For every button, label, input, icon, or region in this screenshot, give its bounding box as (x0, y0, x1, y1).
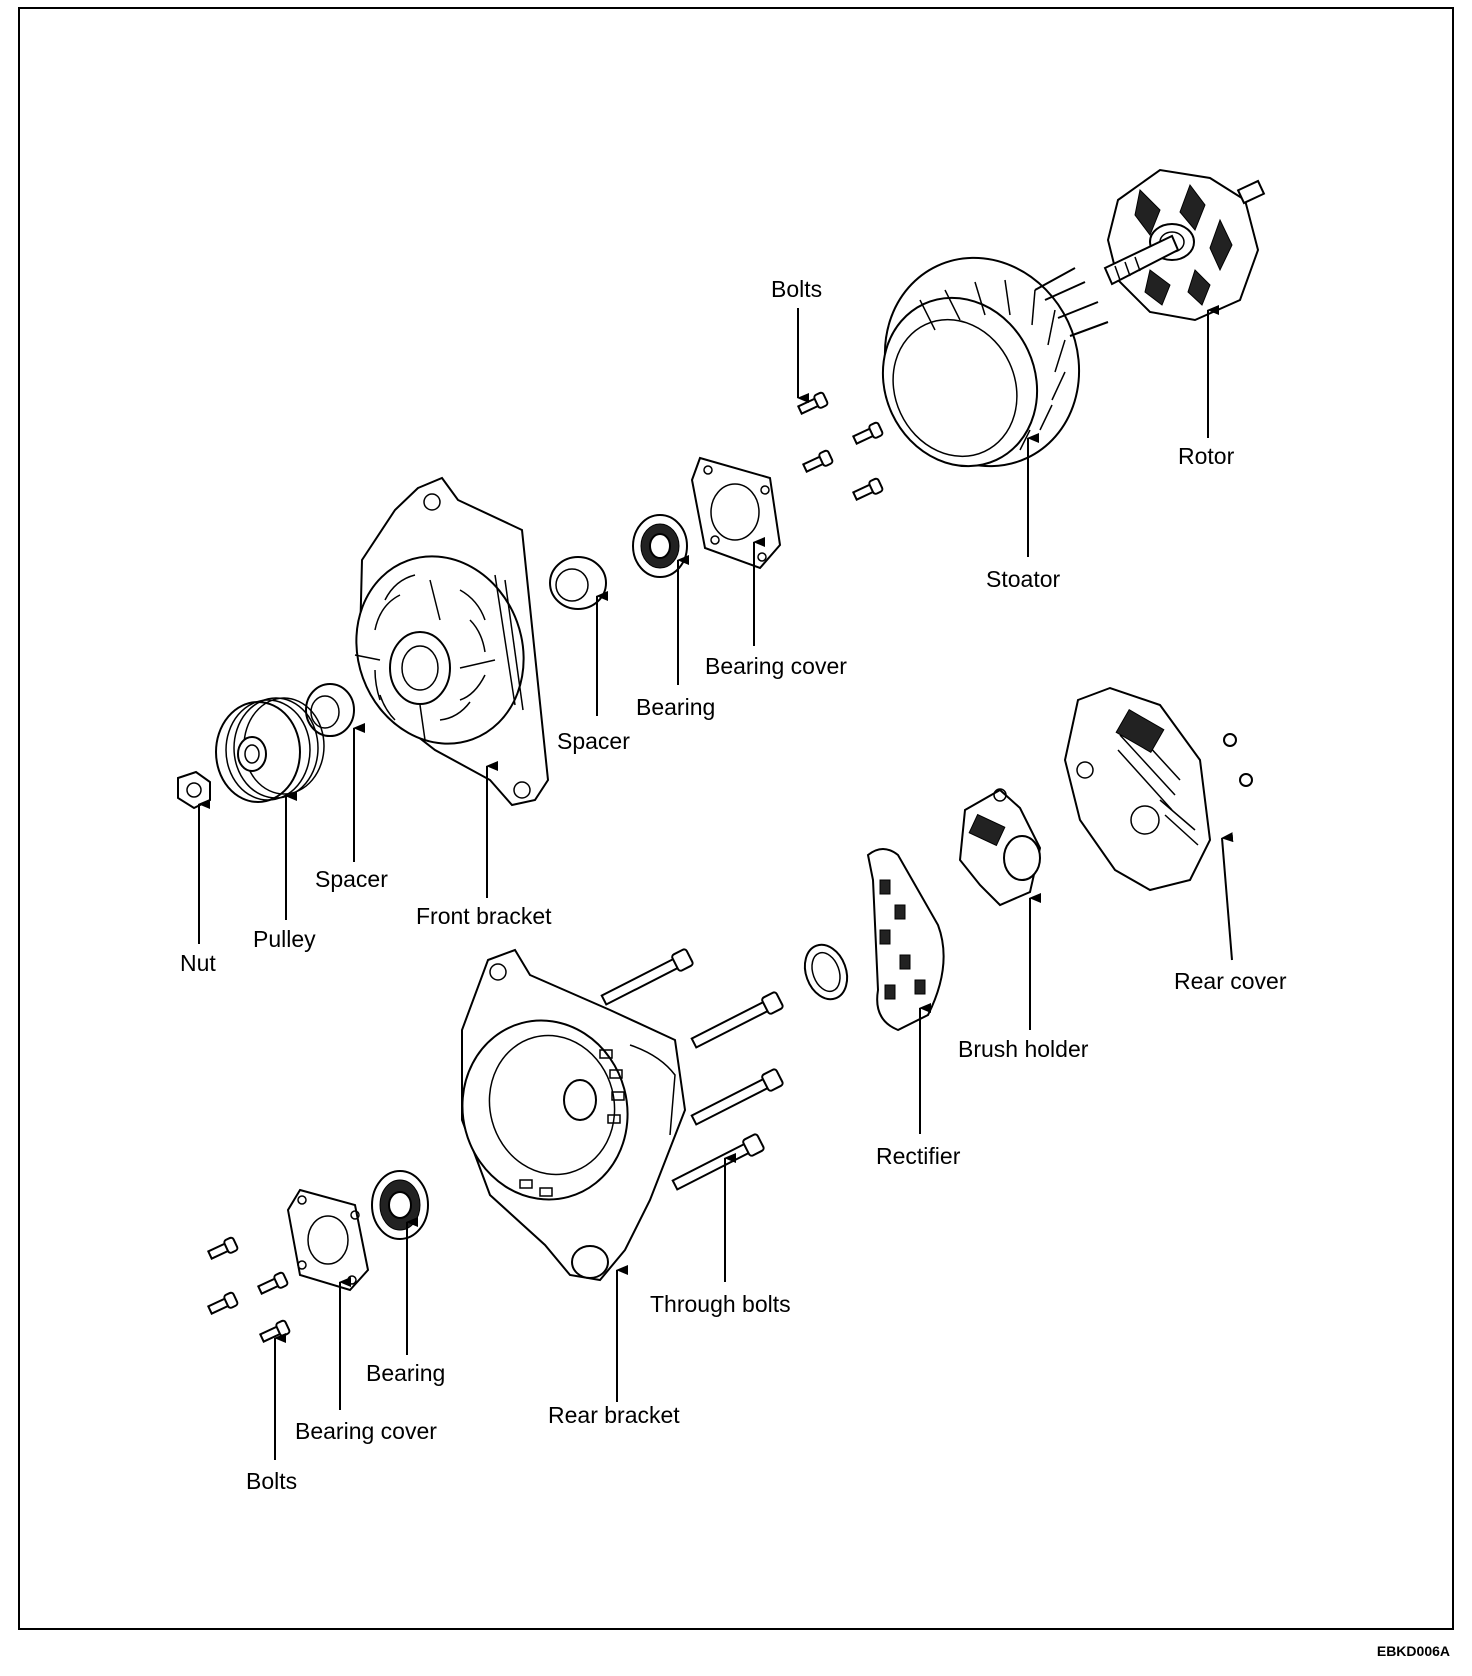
front-bracket-drawing (354, 476, 550, 807)
label-pulley: Pulley (253, 926, 316, 952)
label-rear-cover: Rear cover (1174, 968, 1287, 994)
label-rear-bracket: Rear bracket (548, 1402, 680, 1428)
rear-cover-drawing (1063, 686, 1253, 892)
spacer-left-drawing (305, 683, 355, 737)
nut-drawing (177, 770, 211, 810)
rear-bracket-drawing (461, 948, 687, 1282)
brush-holder-drawing (958, 788, 1042, 907)
bearing-cover-bottom-drawing (286, 1188, 370, 1292)
top-bolts-drawing (796, 391, 884, 501)
leader-lines (198, 305, 1234, 1460)
label-front-bracket: Front bracket (416, 903, 552, 929)
label-stoator: Stoator (986, 566, 1061, 592)
rotor-drawing (1103, 168, 1266, 322)
pulley-drawing (215, 697, 325, 803)
bearing-top-drawing (632, 514, 688, 578)
label-spacer-top: Spacer (557, 728, 630, 754)
bearing-bottom-drawing (371, 1170, 429, 1240)
label-bearing-bottom: Bearing (366, 1360, 446, 1386)
label-bolts-bottom: Bolts (246, 1468, 298, 1494)
leader-rear-cover (1221, 832, 1234, 961)
label-bearing-cover-bottom: Bearing cover (295, 1418, 437, 1444)
label-spacer-left: Spacer (315, 866, 388, 892)
bottom-bolts-drawing (206, 1236, 291, 1343)
label-bearing-top: Bearing (636, 694, 716, 720)
figure-code: EBKD006A (1376, 1643, 1450, 1659)
diagram-frame (18, 7, 1454, 1630)
stoator-drawing (881, 256, 1109, 468)
label-bearing-cover-top: Bearing cover (705, 653, 847, 679)
rectifier-drawing (866, 848, 945, 1032)
o-ring-drawing (803, 943, 849, 1001)
bearing-cover-top-drawing (690, 456, 782, 570)
label-brush-holder: Brush holder (958, 1036, 1089, 1062)
label-rotor: Rotor (1178, 443, 1235, 469)
spacer-top-drawing (549, 556, 607, 610)
label-bolts-top: Bolts (771, 276, 823, 302)
label-through-bolts: Through bolts (650, 1291, 791, 1317)
label-rectifier: Rectifier (876, 1143, 961, 1169)
label-nut: Nut (180, 950, 216, 976)
